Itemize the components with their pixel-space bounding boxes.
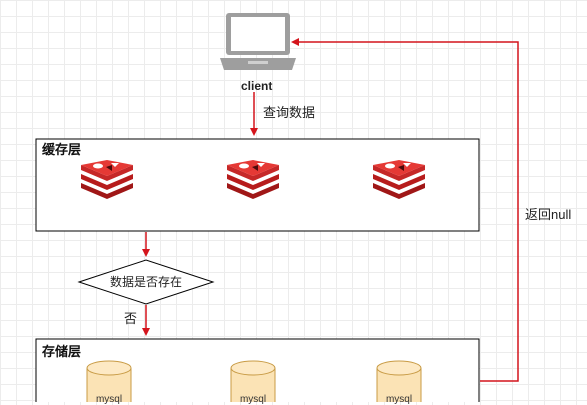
return-null-label: 返回null <box>525 207 572 222</box>
laptop-icon <box>220 13 296 70</box>
redis-icon <box>373 160 425 199</box>
storage-layer-title: 存储层 <box>42 344 82 359</box>
database-icon <box>376 360 422 402</box>
redis-icon <box>227 160 279 199</box>
database-icon <box>86 360 132 402</box>
client-label: client <box>241 79 273 93</box>
database-label: mysql <box>239 394 267 405</box>
no-label: 否 <box>124 311 138 326</box>
database-icon <box>230 360 276 402</box>
database-label: mysql <box>95 394 123 405</box>
redis-icon <box>81 160 133 199</box>
return-null-arrow <box>291 38 519 382</box>
decision-label: 数据是否存在 <box>110 275 183 289</box>
cache-layer-title: 缓存层 <box>42 142 82 157</box>
decision-diamond <box>77 259 215 305</box>
database-label: mysql <box>385 394 413 405</box>
query-data-label: 查询数据 <box>263 105 316 120</box>
